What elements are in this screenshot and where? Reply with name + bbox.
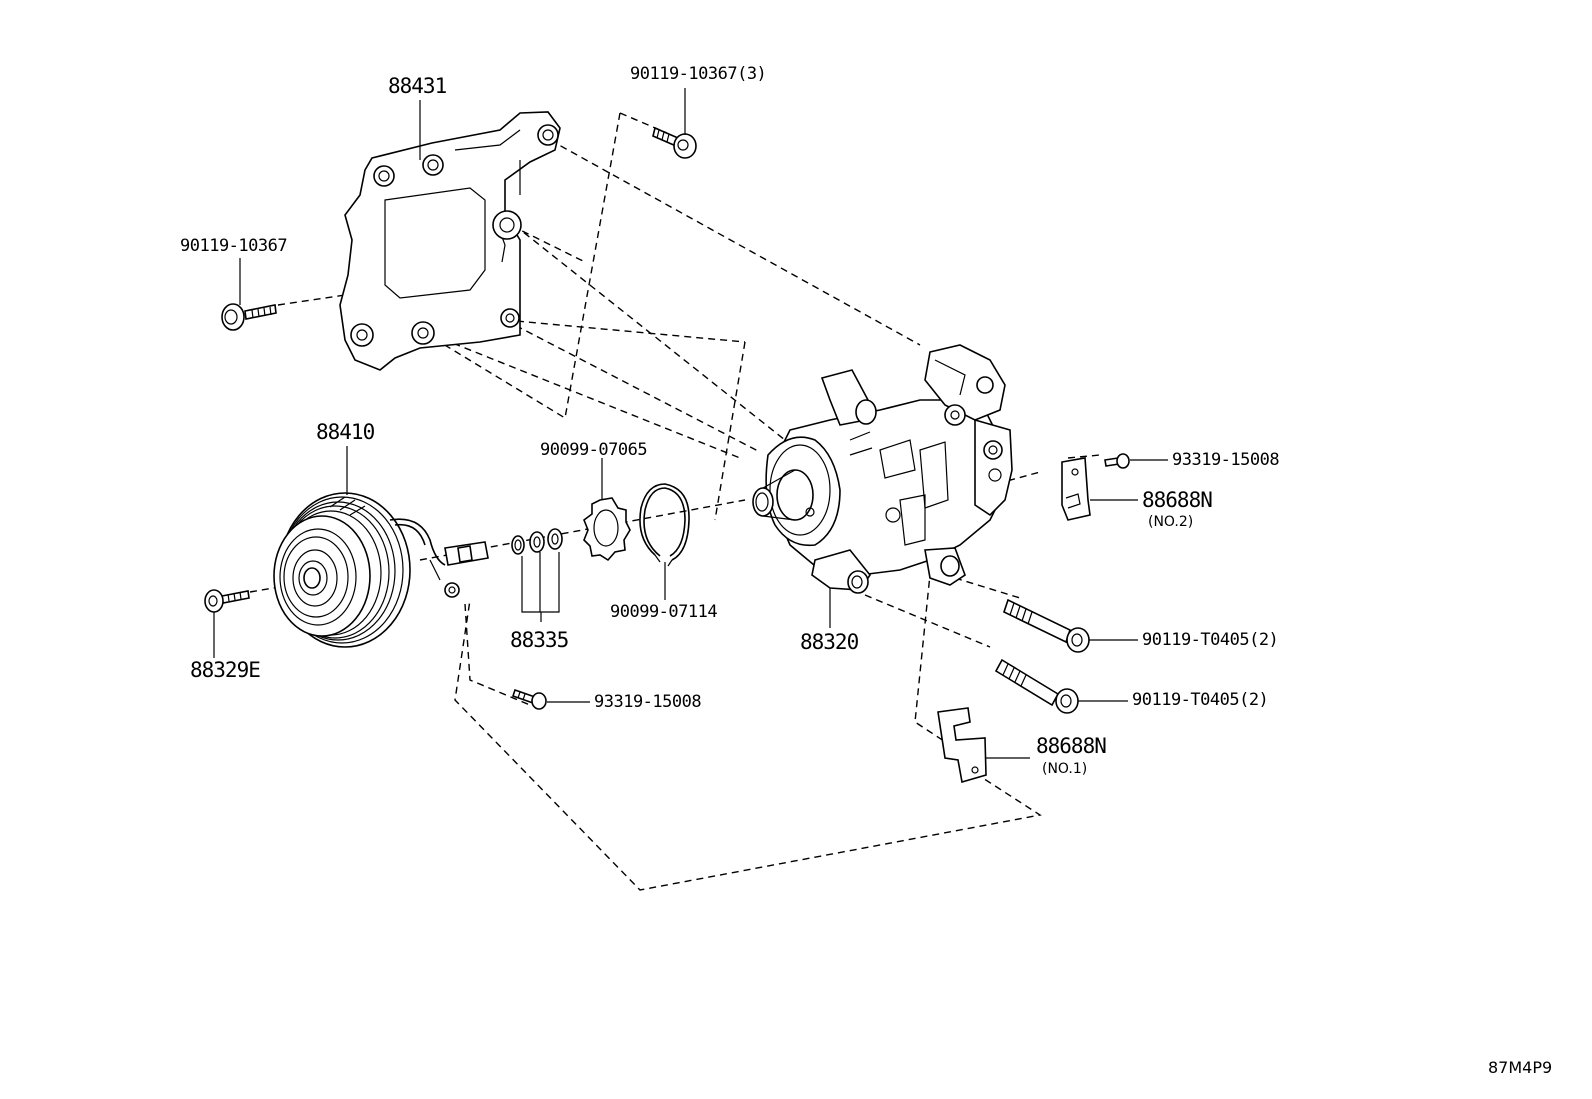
- label-90119-T0405-b: 90119-T0405(2): [1132, 690, 1269, 710]
- label-90099-07114: 90099-07114: [610, 602, 718, 622]
- label-88688N-no1: 88688N: [1036, 734, 1107, 758]
- label-90119-T0405-a: 90119-T0405(2): [1142, 630, 1279, 650]
- stay-no2-88688N: [1061, 457, 1091, 521]
- label-88335: 88335: [510, 628, 569, 652]
- label-88688N-no2: 88688N: [1142, 488, 1213, 512]
- bolt-left-90119-10367: [221, 303, 277, 331]
- label-93319-15008-bottom: 93319-15008: [594, 692, 702, 712]
- compressor-88320: [752, 344, 1013, 594]
- mount-bolt-b-90119-T0405: [994, 658, 1079, 714]
- label-88320: 88320: [800, 630, 859, 654]
- label-88688N-no2-note: (NO.2): [1148, 514, 1194, 530]
- label-90119-10367-3: 90119-10367(3): [630, 64, 767, 84]
- label-88410: 88410: [316, 420, 375, 444]
- snap-ring-90099-07065: [583, 497, 631, 562]
- label-88688N-no1-note: (NO.1): [1042, 761, 1088, 777]
- label-90119-10367: 90119-10367: [180, 236, 288, 256]
- label-88329E: 88329E: [190, 658, 261, 682]
- stay-no1-88688N: [937, 707, 987, 784]
- magnet-clutch-88410: [273, 492, 489, 648]
- label-93319-15008-right: 93319-15008: [1172, 450, 1280, 470]
- screw-bottom-93319-15008: [511, 688, 547, 710]
- bolt-88329E: [204, 589, 250, 613]
- label-88431: 88431: [388, 74, 447, 98]
- shims-88335: [511, 528, 563, 555]
- bracket-88431: [339, 111, 561, 371]
- snap-ring-90099-07114: [639, 483, 690, 567]
- screw-right-93319-15008: [1104, 453, 1130, 469]
- label-90099-07065: 90099-07065: [540, 440, 648, 460]
- diagram-code: 87M4P9: [1488, 1058, 1553, 1077]
- leader-lines: [213, 88, 1168, 759]
- bolt-top-90119-10367-3: [652, 126, 697, 159]
- mount-bolt-a-90119-T0405: [1003, 598, 1090, 653]
